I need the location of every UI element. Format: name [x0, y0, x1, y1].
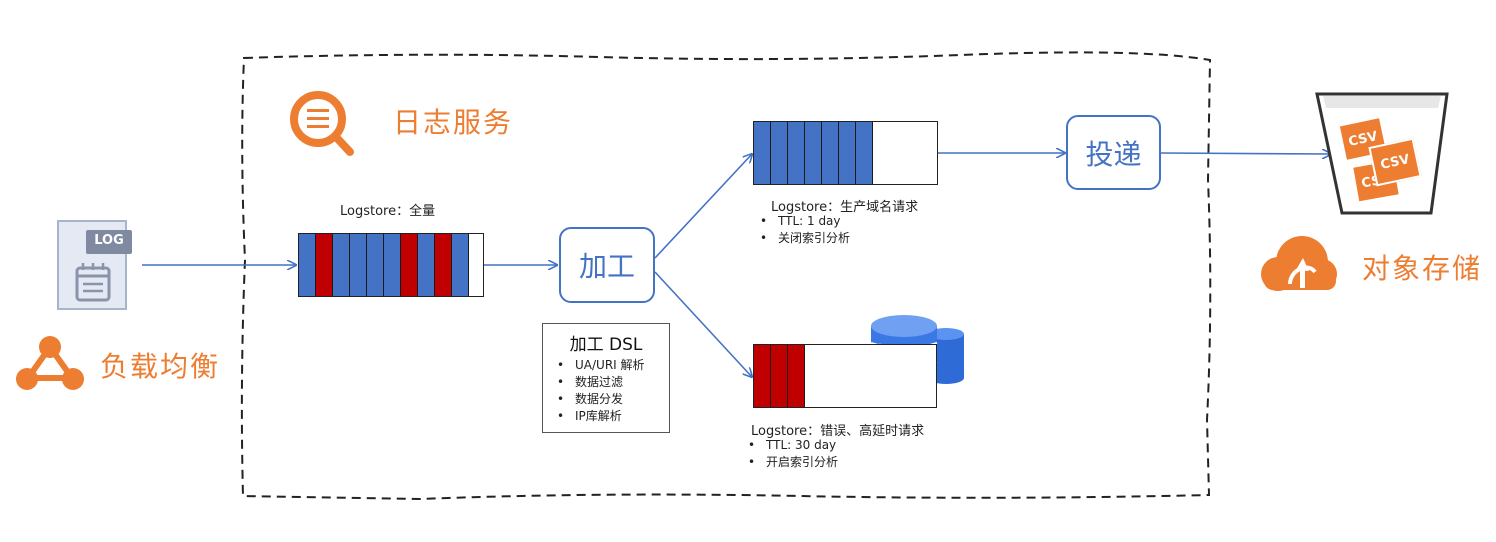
load-balancer-label: 负载均衡 [100, 350, 221, 383]
process-node: 加工 [559, 227, 655, 303]
log-badge: LOG [94, 233, 124, 248]
logstore-prod-list: TTL: 1 day 关闭索引分析 [756, 213, 850, 247]
dsl-item: UA/URI 解析 [553, 357, 659, 374]
queue-cell-blue [788, 122, 805, 184]
logstore-err-title: Logstore：错误、高延时请求 [751, 424, 925, 439]
log-file-icon [57, 220, 132, 310]
logstore-err-queue [753, 344, 937, 408]
queue-cell-red [316, 234, 333, 296]
queue-cell-blue [367, 234, 384, 296]
queue-cell-red [435, 234, 452, 296]
logstore-prod-queue [753, 121, 938, 185]
queue-cell-blue [805, 122, 822, 184]
queue-cell-red [771, 345, 788, 407]
dsl-title: 加工 DSL [569, 335, 643, 355]
queue-cell-red [754, 345, 771, 407]
queue-cell-blue [754, 122, 771, 184]
queue-cell-empty [873, 122, 937, 184]
queue-cell-blue [299, 234, 316, 296]
queue-cell-blue [771, 122, 788, 184]
logstore-err-item: TTL: 30 day [744, 437, 838, 454]
dsl-item: 数据过滤 [553, 374, 659, 391]
queue-cell-empty [469, 234, 483, 296]
logstore-prod-title: Logstore：生产域名请求 [771, 200, 919, 215]
queue-cell-red [788, 345, 805, 407]
queue-cell-blue [418, 234, 435, 296]
dsl-item: IP库解析 [553, 408, 659, 425]
deliver-node: 投递 [1066, 115, 1161, 190]
logstore-err-item: 开启索引分析 [744, 454, 838, 471]
queue-cell-blue [822, 122, 839, 184]
load-balancer-icon [16, 336, 84, 390]
logstore-prod-item: TTL: 1 day [756, 213, 850, 230]
logstore-all-title: Logstore：全量 [340, 204, 436, 219]
queue-cell-blue [856, 122, 873, 184]
service-boundary [240, 51, 1212, 501]
queue-cell-blue [384, 234, 401, 296]
arrow-deliver-to-storage [1160, 153, 1331, 154]
queue-cell-empty [805, 345, 936, 407]
queue-cell-blue [350, 234, 367, 296]
queue-cell-red [401, 234, 418, 296]
logstore-prod-item: 关闭索引分析 [756, 230, 850, 247]
queue-cell-blue [452, 234, 469, 296]
arrow-process-to-err [654, 271, 752, 377]
logstore-all-queue [298, 233, 484, 297]
arrow-process-to-prod [654, 154, 752, 259]
queue-cell-blue [333, 234, 350, 296]
log-service-icon [290, 91, 354, 156]
queue-cell-blue [839, 122, 856, 184]
service-title: 日志服务 [393, 106, 514, 139]
dsl-box: 加工 DSL UA/URI 解析 数据过滤 数据分发 IP库解析 [542, 323, 670, 433]
dsl-item: 数据分发 [553, 391, 659, 408]
cloud-upload-icon [1261, 236, 1337, 291]
logstore-err-list: TTL: 30 day 开启索引分析 [744, 437, 838, 471]
storage-title: 对象存储 [1362, 252, 1483, 285]
